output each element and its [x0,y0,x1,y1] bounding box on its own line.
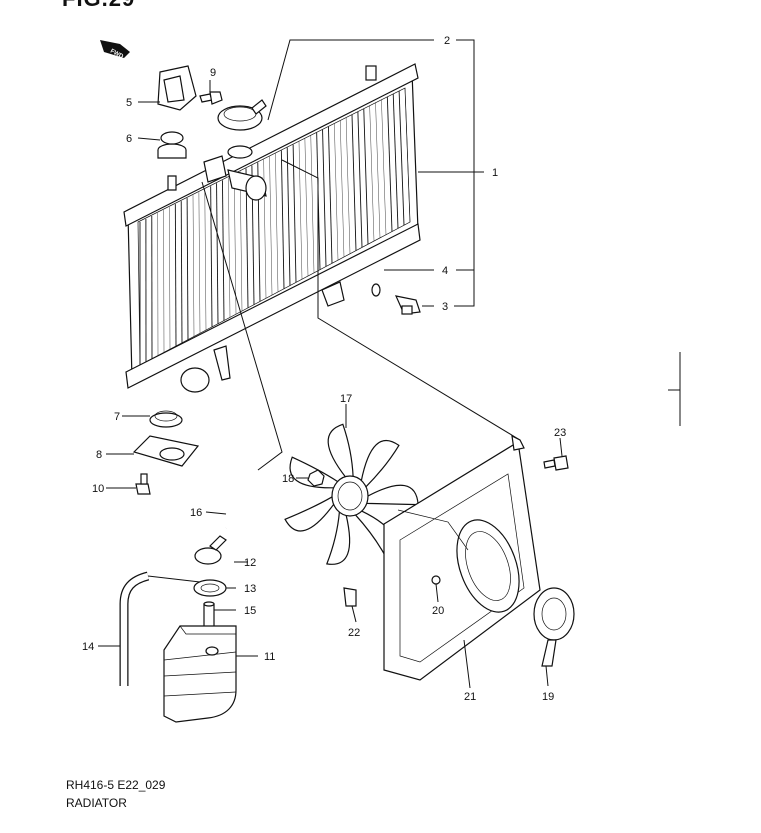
lower-mount-bracket [132,435,200,467]
callout-16: 16 [190,507,202,519]
upper-mount-bracket [157,65,197,111]
fan-blade-vane [327,423,354,479]
callout-9: 9 [210,67,216,79]
radiator-core [123,63,421,389]
fan-blade-vane [326,510,351,565]
lower-cushion [149,410,183,428]
reservoir-hose [223,467,260,529]
reservoir-gasket [193,579,227,597]
reservoir-neck [203,601,215,629]
fwd-arrow-icon: FWD [100,40,130,60]
diagram-code: RH416-5 E22_029 [66,778,166,792]
radiator-cap [217,99,267,131]
reservoir-tank [163,625,237,723]
callout-22: 22 [348,627,360,639]
callout-1: 1 [492,167,498,179]
lower-outlet-pipes [180,281,345,393]
callout-12: 12 [244,557,256,569]
callout-4: 4 [442,265,448,277]
diagram-name: RADIATOR [66,796,127,810]
callout-7: 7 [114,411,120,423]
callout-21: 21 [464,691,476,703]
fan-shroud [383,434,541,681]
o-ring [371,283,381,297]
bolt-9 [199,91,223,105]
callout-10: 10 [92,483,104,495]
upper-cushion [157,131,187,191]
callout-3: 3 [442,301,448,313]
overflow-hose [119,571,150,686]
nut-18 [307,469,325,487]
callout-13: 13 [244,583,256,595]
filler-neck [203,145,267,201]
callout-23: 23 [554,427,566,439]
fan-motor [533,587,575,667]
screw-20 [431,575,441,585]
callout-18: 18 [282,473,294,485]
fan-blade-vane [360,439,400,488]
bolt-10 [135,473,151,495]
reservoir-cap [194,535,227,565]
fan-blade-vane [365,484,419,506]
callout-15: 15 [244,605,256,617]
drain-plug [394,295,421,315]
figure-title: FIG.29 [62,0,135,12]
callout-5: 5 [126,97,132,109]
callout-8: 8 [96,449,102,461]
callout-11: 11 [264,651,275,663]
clip-22 [343,587,357,607]
fan-blade-vane [284,496,335,532]
callout-19: 19 [542,691,554,703]
callout-17: 17 [340,393,352,405]
callout-6: 6 [126,133,132,145]
callout-14: 14 [82,641,94,653]
callout-20: 20 [432,605,444,617]
bolt-23 [543,455,569,471]
callout-2: 2 [444,35,450,47]
